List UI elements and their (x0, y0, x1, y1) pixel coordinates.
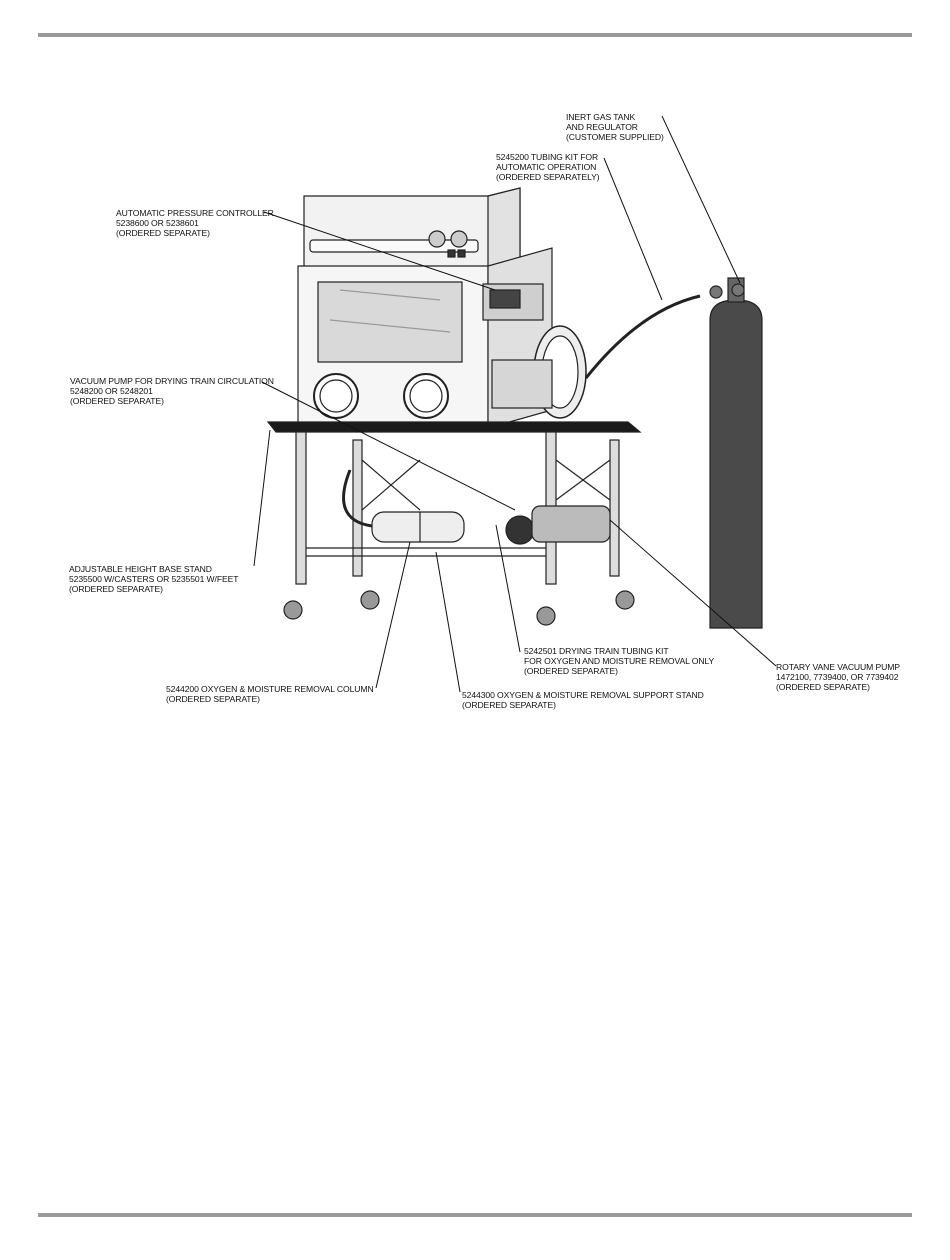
leader-lines (253, 115, 777, 693)
bottom-rule (38, 1213, 912, 1217)
label-drying-train-kit: 5242501 DRYING TRAIN TUBING KIT FOR OXYG… (524, 646, 715, 676)
gas-tank (709, 277, 763, 629)
label-pressure-controller: AUTOMATIC PRESSURE CONTROLLER 5238600 OR… (116, 208, 274, 238)
label-support-stand: 5244300 OXYGEN & MOISTURE REMOVAL SUPPOR… (462, 690, 704, 710)
antechamber (491, 325, 587, 419)
label-base-stand: ADJUSTABLE HEIGHT BASE STAND 5235500 W/C… (69, 564, 239, 594)
pressure-controller (482, 283, 544, 321)
removal-column (371, 511, 465, 543)
label-vacuum-pump-drying: VACUUM PUMP FOR DRYING TRAIN CIRCULATION… (70, 376, 274, 406)
label-removal-column: 5244200 OXYGEN & MOISTURE REMOVAL COLUMN… (166, 684, 374, 704)
label-inert-gas: INERT GAS TANK AND REGULATOR (CUSTOMER S… (566, 112, 664, 142)
top-rule (38, 33, 912, 37)
label-tubing-kit: 5245200 TUBING KIT FOR AUTOMATIC OPERATI… (496, 152, 600, 182)
label-rotary-pump: ROTARY VANE VACUUM PUMP 1472100, 7739400… (776, 662, 900, 692)
glovebox-hood (303, 187, 521, 269)
vacuum-pump (505, 505, 611, 545)
